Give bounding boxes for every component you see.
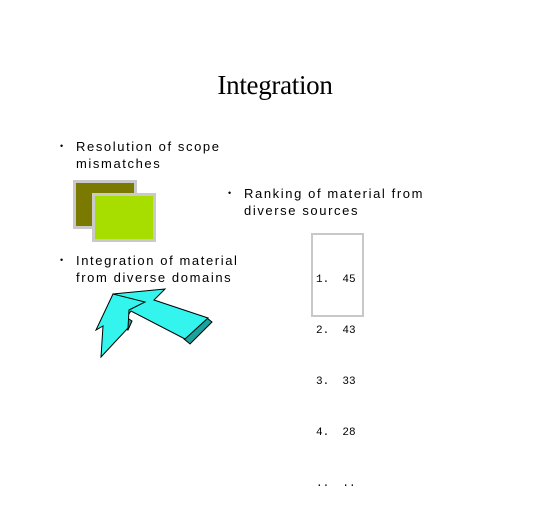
slide-title: Integration	[217, 70, 333, 100]
bullet-marker: •	[60, 255, 64, 265]
bullet-ranking-material: • Ranking of material from diverse sourc…	[228, 185, 425, 219]
ranking-item: 1. 45	[316, 274, 356, 286]
ranking-item: .. ..	[316, 478, 356, 490]
bullet-line: mismatches	[76, 156, 162, 171]
ranking-item: 3. 33	[316, 376, 356, 388]
arrow-left-icon	[94, 293, 147, 359]
bullet-line: Resolution of scope	[76, 139, 221, 154]
bullet-marker: •	[228, 188, 232, 198]
bullet-scope-mismatches: • Resolution of scope mismatches	[60, 138, 221, 172]
bullet-line: Ranking of material from	[244, 186, 425, 201]
scope-square-front	[92, 193, 156, 242]
bullet-integration-material: • Integration of material from diverse d…	[60, 252, 239, 286]
merge-arrows-graphic	[94, 288, 213, 359]
ranking-item: 4. 28	[316, 427, 356, 439]
ranking-item: 2. 43	[316, 325, 356, 337]
bullet-marker: •	[60, 141, 64, 151]
bullet-line: diverse sources	[244, 203, 360, 218]
bullet-line: Integration of material	[76, 253, 239, 268]
bullet-line: from diverse domains	[76, 270, 233, 285]
